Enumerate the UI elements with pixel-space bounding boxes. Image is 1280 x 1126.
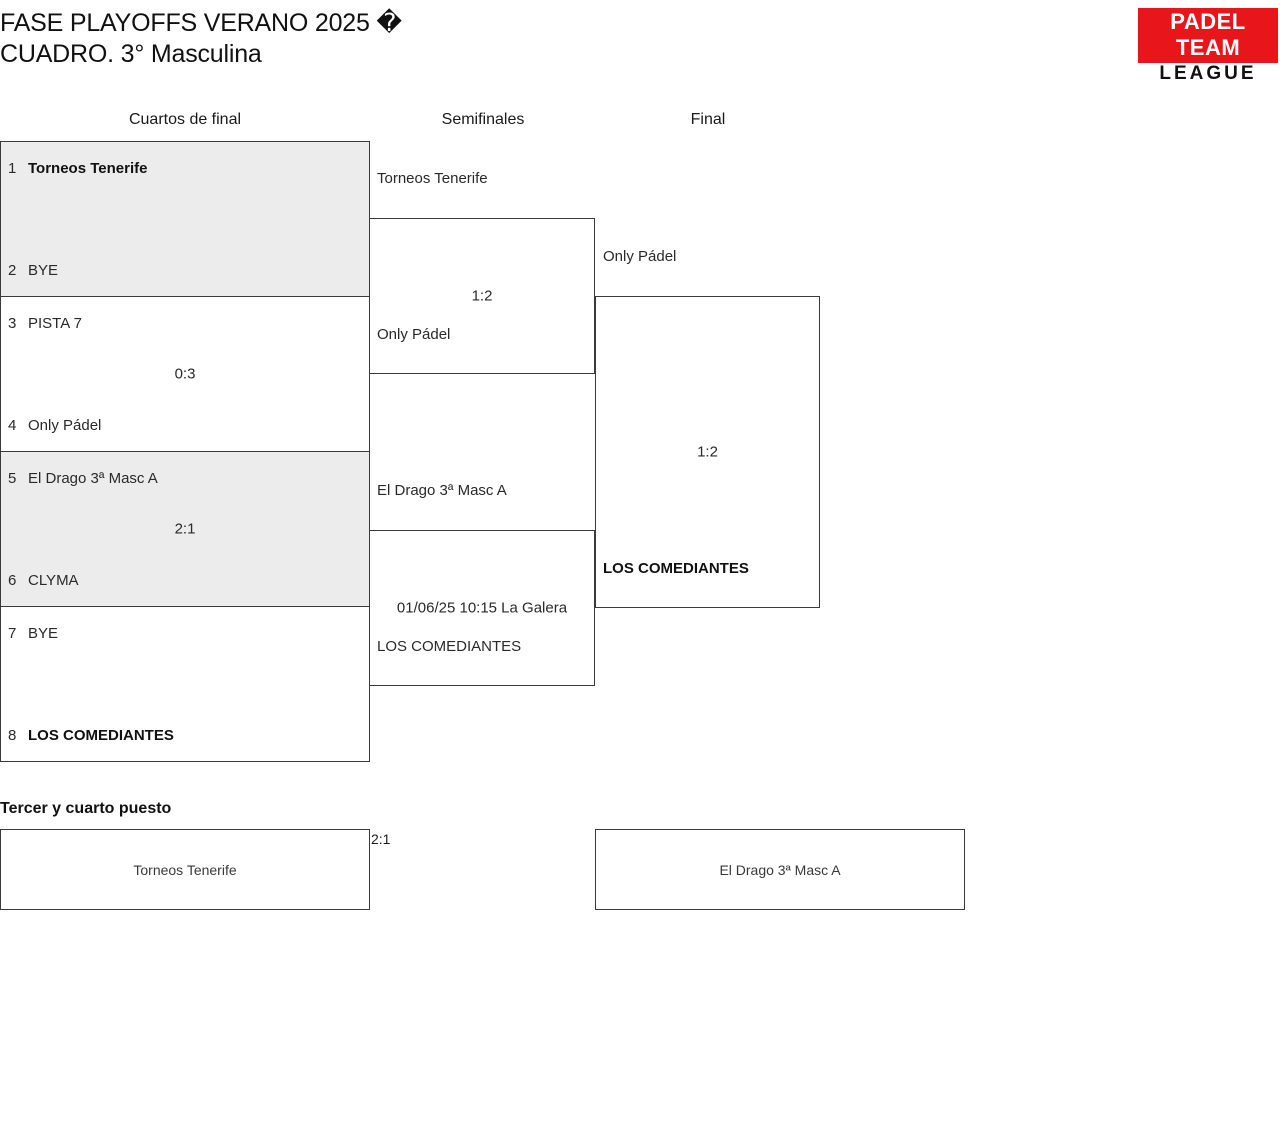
page-title-line-2: CUADRO. 3° Masculina — [0, 40, 262, 68]
match-box-quarterfinal-2[interactable]: 3 PISTA 7 0:3 4 Only Pádel — [0, 296, 370, 452]
final-top-team: Only Pádel — [603, 248, 677, 265]
team-name: Only Pádel — [28, 416, 102, 434]
logo-bottom-text: LEAGUE — [1138, 63, 1278, 85]
match-score: 1:2 — [471, 287, 493, 305]
team-name: BYE — [28, 261, 59, 279]
match-slot-seed-1: 1 Torneos Tenerife — [1, 156, 369, 180]
team-name: Torneos Tenerife — [28, 159, 148, 177]
seed-number: 3 — [8, 314, 17, 332]
team-name: LOS COMEDIANTES — [28, 726, 174, 744]
match-slot-seed-7: 7 BYE — [1, 621, 369, 645]
seed-number: 4 — [8, 416, 17, 434]
third-place-right-team: El Drago 3ª Masc A — [719, 861, 841, 878]
semifinal-1-top-team: Torneos Tenerife — [377, 170, 488, 187]
third-place-section-title: Tercer y cuarto puesto — [0, 800, 172, 817]
team-name: PISTA 7 — [28, 314, 82, 332]
match-box-semifinal-2[interactable]: 01/06/25 10:15 La Galera — [369, 530, 595, 686]
seed-number: 6 — [8, 571, 17, 589]
match-slot-seed-2: 2 BYE — [1, 258, 369, 282]
semifinal-2-bottom-team: LOS COMEDIANTES — [377, 638, 522, 655]
match-slot-seed-5: 5 El Drago 3ª Masc A — [1, 466, 369, 490]
match-slot-seed-6: 6 CLYMA — [1, 568, 369, 592]
match-box-semifinal-1[interactable]: 1:2 — [369, 218, 595, 374]
match-box-quarterfinal-3[interactable]: 5 El Drago 3ª Masc A 2:1 6 CLYMA — [0, 451, 370, 607]
round-header-semifinals: Semifinales — [441, 111, 525, 128]
team-name: CLYMA — [28, 571, 79, 589]
page-title-line-1: FASE PLAYOFFS VERANO 2025 � — [0, 9, 402, 37]
third-place-left-team: Torneos Tenerife — [133, 861, 237, 878]
seed-number: 7 — [8, 624, 17, 642]
padel-team-league-logo: PADEL TEAM LEAGUE — [1138, 8, 1278, 85]
match-score: 2:1 — [174, 520, 196, 538]
semifinal-1-bottom-team: Only Pádel — [377, 326, 451, 343]
match-schedule: 01/06/25 10:15 La Galera — [396, 599, 568, 617]
seed-number: 2 — [8, 261, 17, 279]
team-name: BYE — [28, 624, 59, 642]
match-box-final[interactable]: 1:2 — [595, 296, 820, 608]
page-title: FASE PLAYOFFS VERANO 2025 � CUADRO. 3° M… — [0, 8, 900, 70]
seed-number: 8 — [8, 726, 17, 744]
match-score: 1:2 — [697, 443, 718, 461]
match-box-quarterfinal-4[interactable]: 7 BYE 8 LOS COMEDIANTES — [0, 606, 370, 762]
seed-number: 1 — [8, 159, 17, 177]
match-slot-seed-8: 8 LOS COMEDIANTES — [1, 723, 369, 747]
third-place-score: 2:1 — [371, 831, 391, 847]
third-place-box-left[interactable]: Torneos Tenerife — [0, 829, 370, 910]
logo-top-text: PADEL TEAM — [1138, 8, 1278, 63]
round-header-final: Final — [690, 111, 726, 128]
match-box-quarterfinal-1[interactable]: 1 Torneos Tenerife 2 BYE — [0, 141, 370, 297]
match-slot-seed-3: 3 PISTA 7 — [1, 311, 369, 335]
match-score: 0:3 — [174, 365, 196, 383]
seed-number: 5 — [8, 469, 17, 487]
team-name: El Drago 3ª Masc A — [28, 469, 158, 487]
final-bottom-team: LOS COMEDIANTES — [603, 560, 749, 577]
third-place-box-right[interactable]: El Drago 3ª Masc A — [595, 829, 965, 910]
round-header-quarterfinals: Cuartos de final — [128, 111, 242, 128]
semifinal-2-top-team: El Drago 3ª Masc A — [377, 482, 507, 499]
match-slot-seed-4: 4 Only Pádel — [1, 413, 369, 437]
